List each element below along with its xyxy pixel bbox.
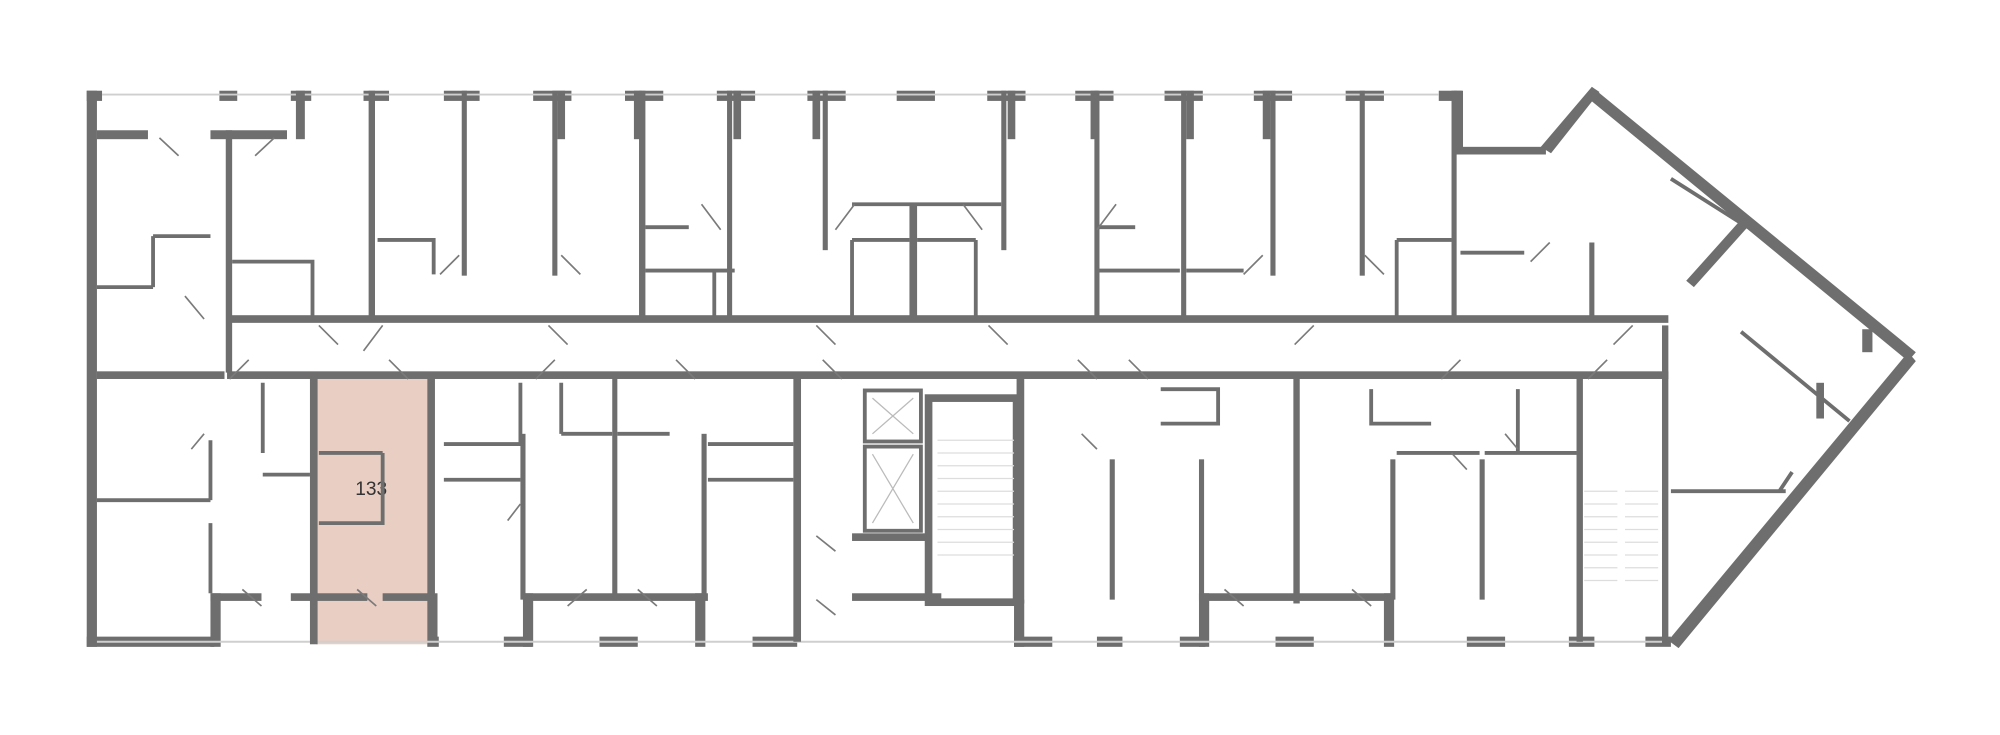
unit-133[interactable]: 133 — [316, 373, 428, 645]
doors — [158, 137, 1634, 616]
unit-133-label: 133 — [355, 479, 387, 500]
staircase — [924, 394, 1659, 607]
elevator-shaft — [852, 388, 942, 601]
walls — [86, 86, 1916, 649]
unit-133-fill[interactable] — [316, 373, 428, 645]
